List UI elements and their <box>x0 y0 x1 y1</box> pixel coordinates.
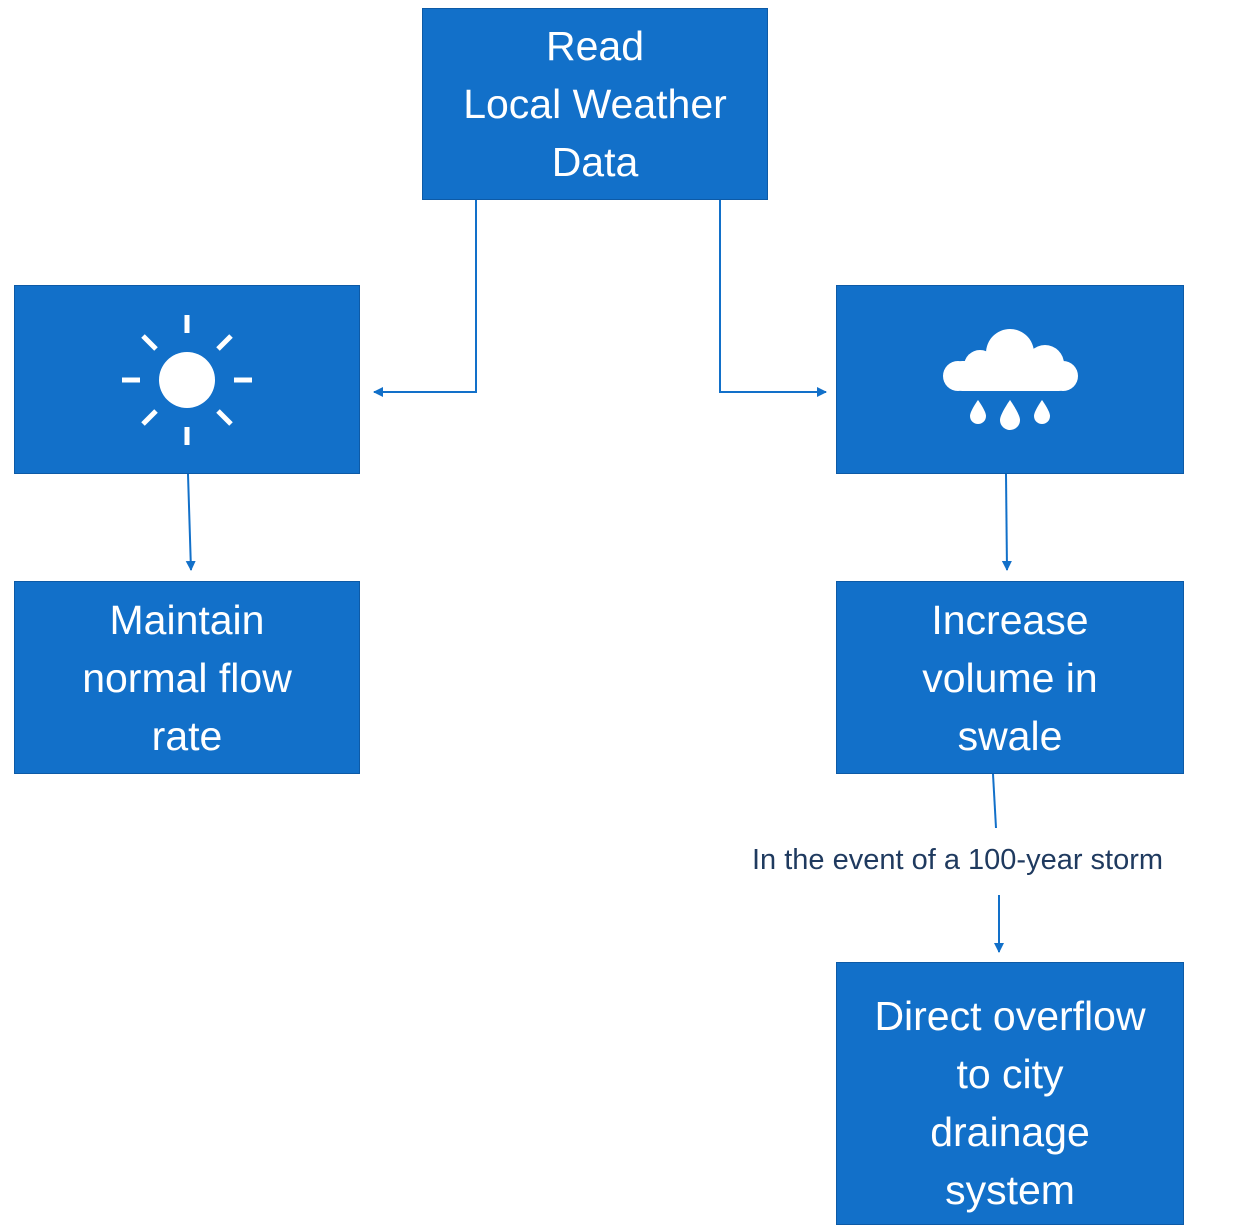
rain-cloud-icon <box>943 328 1078 430</box>
increase-volume-box: Increase volume in swale <box>836 581 1184 774</box>
sunny-box <box>14 285 360 474</box>
maintain-line-2: normal flow <box>82 654 292 701</box>
direct-line-2: to city <box>956 1051 1064 1097</box>
sun-icon <box>122 314 252 445</box>
increase-line-2: volume in <box>922 654 1098 701</box>
direct-overflow-box: Direct overflow to city drainage system <box>836 962 1184 1225</box>
direct-line-1: Direct overflow <box>874 993 1146 1039</box>
storm-condition-label: In the event of a 100-year storm <box>752 844 1164 876</box>
maintain-line-1: Maintain <box>109 596 265 643</box>
rainy-box <box>836 285 1184 474</box>
increase-line-1: Increase <box>931 596 1089 643</box>
read-weather-line-2: Local Weather <box>463 81 727 127</box>
direct-line-4: system <box>945 1167 1075 1213</box>
connector-read-to-sunny <box>373 200 477 397</box>
maintain-line-3: rate <box>151 712 223 759</box>
connector-sunny-to-maintain <box>185 473 196 571</box>
read-weather-line-3: Data <box>551 139 639 185</box>
read-weather-box: Read Local Weather Data <box>422 8 768 200</box>
connector-rainy-to-increase <box>1001 473 1012 571</box>
increase-line-3: swale <box>957 712 1063 759</box>
connector-read-to-rainy <box>719 200 827 397</box>
direct-line-3: drainage <box>930 1109 1090 1155</box>
connector-increase-to-label <box>992 773 997 829</box>
maintain-flow-box: Maintain normal flow rate <box>14 581 360 774</box>
read-weather-line-1: Read <box>545 23 644 69</box>
